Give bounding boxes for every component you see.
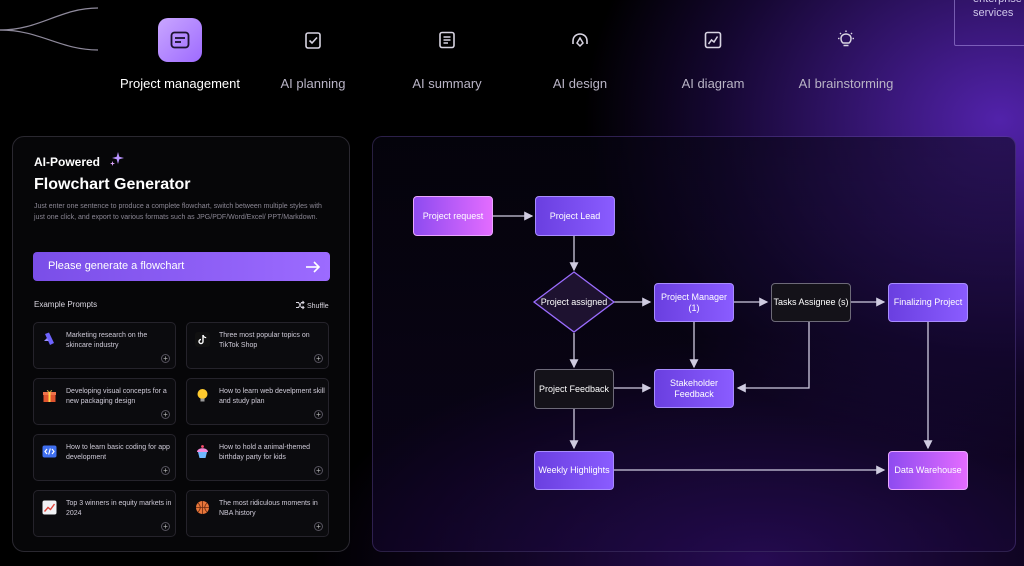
add-icon[interactable]: + (314, 522, 323, 531)
prompt-card[interactable]: How to hold a animal-themed birthday par… (186, 434, 329, 481)
prompt-text: Top 3 winners in equity markets in 2024 (66, 500, 172, 517)
checklist-icon (291, 18, 335, 62)
gift-box-icon (43, 390, 56, 402)
prompt-card[interactable]: How to learn web develpment skill and st… (186, 378, 329, 425)
node-label: Tasks Assignee (s) (773, 297, 849, 307)
tab-label: AI diagram (681, 76, 745, 91)
list-card-icon (158, 18, 202, 62)
node-label: Project Manager (1) (660, 291, 728, 313)
shuffle-label: Shuffle (307, 303, 329, 310)
add-icon[interactable]: + (161, 354, 170, 363)
prompt-text: How to hold a animal-themed birthday par… (219, 444, 311, 461)
tab-ai-summary[interactable]: AI summary (372, 16, 522, 96)
tab-label: AI summary (412, 76, 482, 91)
cupcake-icon (197, 445, 208, 458)
flow-node-project-lead[interactable]: Project Lead (535, 196, 615, 236)
generate-input-placeholder: Please generate a flowchart (48, 260, 185, 272)
test-tube-icon (44, 332, 54, 345)
example-prompts-label: Example Prompts (34, 300, 98, 309)
flow-node-project-assigned[interactable]: Project assigned (534, 271, 614, 333)
shuffle-icon (296, 300, 305, 310)
shuffle-button[interactable]: Shuffle (295, 300, 329, 310)
generate-flowchart-button[interactable]: Please generate a flowchart (33, 252, 330, 281)
prompt-card[interactable]: Developing visual concepts for a new pac… (33, 378, 176, 425)
sparkle-icon (110, 152, 124, 166)
prompt-text: Three most popular topics on TikTok Shop (219, 332, 310, 349)
node-label: Project assigned (540, 296, 608, 307)
panel-description: Just enter one sentence to produce a com… (34, 203, 322, 221)
tab-label: AI planning (280, 76, 346, 91)
node-label: Project Feedback (538, 383, 610, 394)
arrow-right-icon (306, 261, 321, 273)
tab-label: AI brainstorming (798, 76, 894, 91)
prompt-text: How to learn basic coding for app develo… (66, 444, 170, 461)
feature-tabs: Project management AI planning AI summar… (0, 0, 1024, 110)
node-label: Project Lead (549, 210, 601, 221)
tab-project-management[interactable]: Project management (105, 16, 255, 96)
tab-ai-brainstorming[interactable]: AI brainstorming (771, 16, 921, 96)
code-window-icon (42, 445, 57, 458)
basketball-icon (196, 501, 209, 514)
add-icon[interactable]: + (161, 410, 170, 419)
prompt-text: How to learn web develpment skill and st… (219, 388, 325, 405)
flowchart-generator-panel: AI-Powered Flowchart Generator Just ente… (12, 136, 350, 552)
line-chart-icon (691, 18, 735, 62)
flow-node-stakeholder-feedback[interactable]: Stakeholder Feedback (654, 369, 734, 408)
node-label: Weekly Highlights (538, 465, 610, 475)
corner-card-line1: enterprise (973, 0, 1022, 5)
flow-node-project-manager[interactable]: Project Manager (1) (654, 283, 734, 322)
decision-diamond-shape (532, 271, 616, 333)
lightbulb-icon (197, 389, 208, 402)
prompt-card[interactable]: How to learn basic coding for app develo… (33, 434, 176, 481)
add-icon[interactable]: + (314, 354, 323, 363)
prompt-text: The most ridiculous moments in NBA histo… (219, 500, 318, 517)
trend-chart-icon (42, 500, 57, 515)
tab-ai-diagram[interactable]: AI diagram (638, 16, 788, 96)
panel-kicker: AI-Powered (34, 155, 101, 169)
prompt-text: Developing visual concepts for a new pac… (66, 388, 167, 405)
prompt-card[interactable]: Top 3 winners in equity markets in 2024 … (33, 490, 176, 537)
tab-label: AI design (552, 76, 608, 91)
node-label: Data Warehouse (894, 465, 962, 475)
node-label: Project request (422, 210, 484, 221)
add-icon[interactable]: + (314, 410, 323, 419)
flow-node-finalizing-project[interactable]: Finalizing Project (888, 283, 968, 322)
pen-nib-icon (558, 18, 602, 62)
node-label: Stakeholder Feedback (669, 377, 719, 399)
node-label: Finalizing Project (893, 297, 963, 307)
decorative-curve (0, 7, 99, 51)
tiktok-icon (195, 332, 210, 347)
connector (736, 322, 810, 393)
add-icon[interactable]: + (314, 466, 323, 475)
flowchart-connectors (493, 211, 933, 475)
flow-node-tasks-assignee[interactable]: Tasks Assignee (s) (771, 283, 851, 322)
flow-node-data-warehouse[interactable]: Data Warehouse (888, 451, 968, 490)
panel-title: Flowchart Generator (34, 176, 191, 193)
add-icon[interactable]: + (161, 522, 170, 531)
prompt-card[interactable]: The most ridiculous moments in NBA histo… (186, 490, 329, 537)
flow-node-weekly-highlights[interactable]: Weekly Highlights (534, 451, 614, 490)
prompt-card[interactable]: Marketing research on the skincare indus… (33, 322, 176, 369)
flow-node-project-feedback[interactable]: Project Feedback (534, 369, 614, 409)
tab-ai-planning[interactable]: AI planning (238, 16, 388, 96)
lightbulb-icon (824, 18, 868, 62)
prompt-text: Marketing research on the skincare indus… (66, 332, 148, 349)
add-icon[interactable]: + (161, 466, 170, 475)
document-lines-icon (425, 18, 469, 62)
flow-node-project-request[interactable]: Project request (413, 196, 493, 236)
corner-card-line2: services (973, 7, 1014, 19)
tab-ai-design[interactable]: AI design (505, 16, 655, 96)
prompt-card[interactable]: Three most popular topics on TikTok Shop… (186, 322, 329, 369)
tab-label: Project management (120, 76, 240, 91)
enterprise-services-card[interactable]: enterprise services (954, 0, 1024, 46)
